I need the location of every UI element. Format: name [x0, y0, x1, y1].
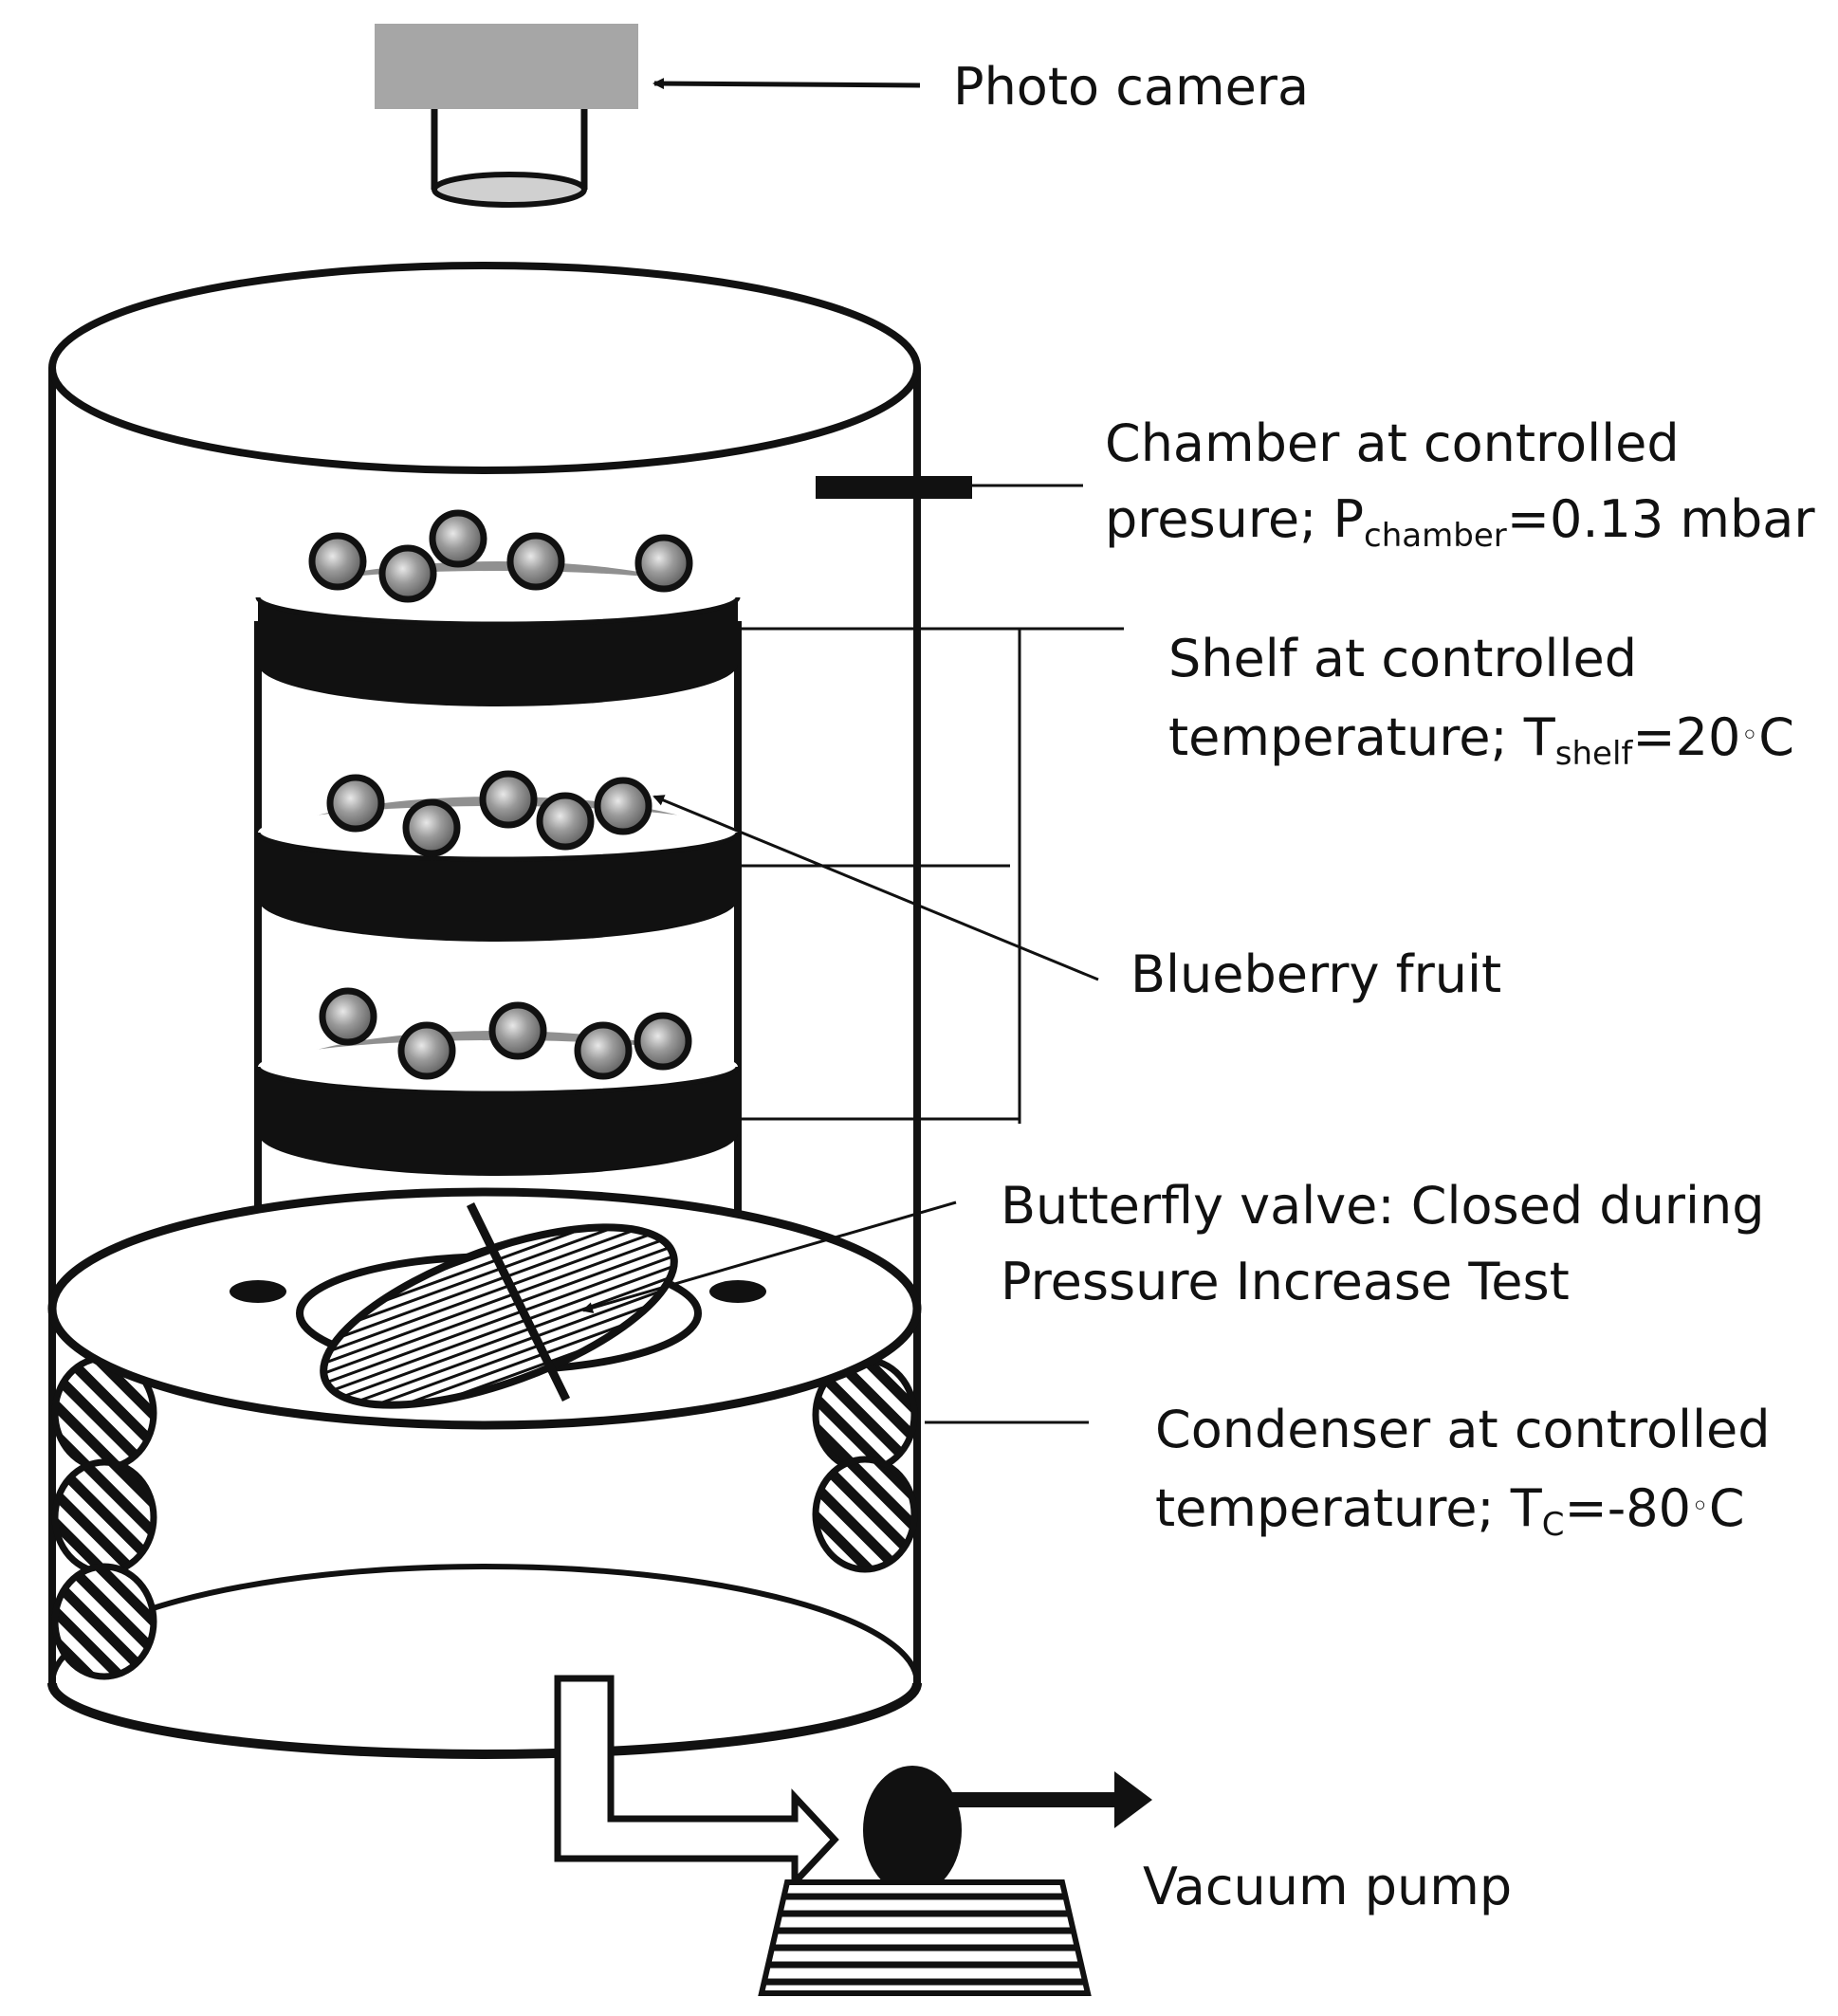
photo-camera: [375, 24, 638, 208]
condenser-degree: ◦: [1690, 1488, 1709, 1524]
chamber-label-line2: presure; Pchamber=0.13 mbar: [1105, 482, 1815, 558]
shelf-plate: [258, 1067, 738, 1176]
blueberry: [536, 792, 595, 851]
shelves: [255, 509, 741, 1176]
shelf-tier-2: [255, 770, 741, 942]
fruit-label: Blueberry fruit: [1130, 937, 1501, 1013]
blueberry: [319, 987, 377, 1046]
chamber-value: =0.13 mbar: [1506, 489, 1815, 549]
shelf-rim: [255, 832, 741, 862]
chamber-label: Chamber at controlled presure; Pchamber=…: [1105, 406, 1815, 558]
shelf-label-line1: Shelf at controlled: [1168, 629, 1638, 688]
blueberry: [574, 1021, 633, 1080]
shelf-unit: C: [1758, 707, 1794, 767]
chamber-label-line1: Chamber at controlled: [1105, 413, 1680, 473]
blueberry: [488, 1001, 547, 1060]
camera-pointer-arrow: [652, 78, 921, 90]
vacuum-line: [554, 1675, 839, 1891]
condenser-label-line2: temperature; TC=-80◦C: [1155, 1468, 1771, 1547]
blueberry: [429, 509, 487, 568]
shelf-rim: [255, 1066, 741, 1096]
shelf-subscript: shelf: [1554, 735, 1633, 773]
blueberry: [594, 777, 652, 835]
condenser-coil: [51, 1563, 157, 1680]
condenser-label: Condenser at controlled temperature; TC=…: [1155, 1392, 1771, 1547]
camera-lens-face: [432, 172, 587, 208]
shelf-label-line2: temperature; Tshelf=20◦C: [1168, 697, 1794, 776]
blueberry: [506, 532, 565, 591]
shelf-label: Shelf at controlled temperature; Tshelf=…: [1168, 621, 1794, 776]
blueberry: [308, 532, 367, 591]
camera-label: Photo camera: [953, 49, 1309, 125]
shelf-bracket: [738, 627, 1124, 1124]
shelf-plate: [258, 597, 738, 706]
valve-label-line1: Butterfly valve: Closed during: [1001, 1176, 1765, 1236]
chamber-cylinder: [48, 262, 972, 1309]
blueberry: [378, 544, 437, 603]
chamber-label-text: presure; P: [1105, 489, 1365, 549]
fruit-label-text: Blueberry fruit: [1130, 944, 1502, 1004]
blueberry: [634, 534, 693, 593]
pump-label: Vacuum pump: [1143, 1849, 1512, 1925]
blueberry: [479, 770, 538, 829]
chamber-subscript: chamber: [1364, 517, 1507, 555]
camera-label-text: Photo camera: [953, 57, 1310, 117]
chamber-top: [48, 262, 921, 474]
condenser-label-line1: Condenser at controlled: [1155, 1400, 1771, 1459]
fruit-pointer-arrow: [652, 795, 1099, 981]
pump-base: [758, 1879, 1092, 1996]
blueberry: [402, 798, 461, 857]
condenser-value: =-80: [1564, 1478, 1691, 1538]
shelf-tier-3: [255, 987, 741, 1176]
valve-label: Butterfly valve: Closed during Pressure …: [1001, 1168, 1765, 1320]
shelf-value: =20: [1632, 707, 1741, 767]
condenser-subscript: C: [1541, 1506, 1565, 1544]
condenser-bottom-back: [49, 1564, 920, 1684]
shelf-tier-1: [255, 509, 741, 706]
valve-label-line2: Pressure Increase Test: [1001, 1252, 1570, 1311]
pump-exhaust-arrow: [948, 1771, 1152, 1828]
camera-body: [375, 24, 638, 109]
condenser-coil: [51, 1458, 157, 1576]
condenser-coil: [812, 1456, 918, 1573]
valve-pointer-arrow: [581, 1200, 957, 1313]
pressure-sensor: [816, 476, 972, 499]
shelf-top: [258, 571, 738, 624]
condenser-unit: C: [1708, 1478, 1745, 1538]
pump-label-text: Vacuum pump: [1143, 1857, 1513, 1916]
butterfly-valve: [296, 1202, 702, 1409]
pump-body: [863, 1766, 962, 1895]
blueberry: [634, 1012, 692, 1071]
shelf-plate: [258, 833, 738, 942]
vacuum-pump: [758, 1766, 1152, 1996]
condenser-label-text: temperature; T: [1155, 1478, 1542, 1538]
condenser-bottom-rim: [47, 1682, 922, 1759]
camera-lens: [431, 109, 588, 190]
shelf-label-text: temperature; T: [1168, 707, 1555, 767]
blueberry: [326, 774, 385, 833]
blueberry: [397, 1021, 456, 1080]
shelf-rim: [255, 596, 741, 627]
shelf-degree: ◦: [1740, 717, 1759, 753]
